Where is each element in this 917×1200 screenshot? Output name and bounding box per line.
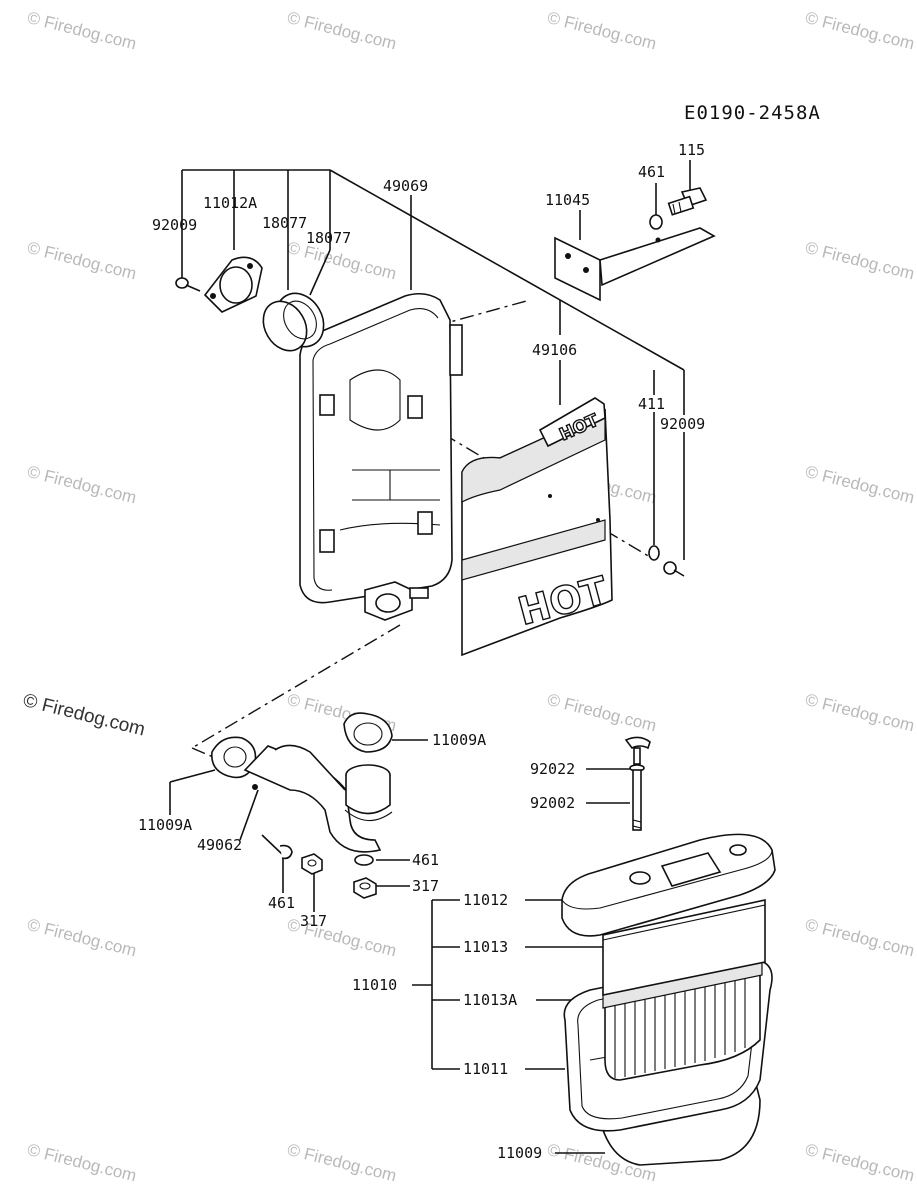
bolt-115 bbox=[667, 187, 708, 216]
part-label-49106: 49106 bbox=[532, 341, 578, 359]
part-label-461: 461 bbox=[638, 163, 666, 181]
exhaust-pipe-49062 bbox=[243, 744, 393, 853]
part-label-11013A: 11013A bbox=[463, 991, 518, 1009]
nut-317 bbox=[301, 853, 323, 875]
nut-317 bbox=[353, 877, 377, 899]
muffler-49069 bbox=[299, 292, 463, 621]
washer-461 bbox=[354, 854, 374, 866]
part-label-11009: 11009 bbox=[497, 1144, 543, 1162]
muffler-guard-49106: HOT HOT bbox=[461, 397, 613, 657]
part-label-49069: 49069 bbox=[383, 177, 429, 195]
part-label-461: 461 bbox=[268, 894, 296, 912]
part-label-92002: 92002 bbox=[530, 794, 576, 812]
part-label-92022: 92022 bbox=[530, 760, 576, 778]
part-label-11045: 11045 bbox=[545, 191, 591, 209]
part-label-11012A: 11012A bbox=[203, 194, 258, 212]
part-label-317: 317 bbox=[300, 912, 328, 930]
part-label-317: 317 bbox=[412, 877, 440, 895]
part-label-11010: 11010 bbox=[352, 976, 398, 994]
part-label-461: 461 bbox=[412, 851, 440, 869]
screw-92009 bbox=[175, 277, 201, 292]
drawing-id: E0190-2458A bbox=[684, 102, 821, 124]
part-label-11013: 11013 bbox=[463, 938, 509, 956]
washer-411 bbox=[648, 545, 660, 561]
gasket-11009A bbox=[211, 736, 257, 779]
foam-11013 bbox=[602, 899, 766, 996]
gasket-11009A bbox=[343, 712, 393, 753]
part-label-11009A: 11009A bbox=[432, 731, 487, 749]
bracket-11045 bbox=[554, 227, 716, 302]
washer-461 bbox=[279, 844, 293, 860]
washer-461 bbox=[649, 214, 663, 230]
part-label-115: 115 bbox=[678, 141, 706, 159]
part-label-11011: 11011 bbox=[463, 1060, 509, 1078]
part-label-92009: 92009 bbox=[152, 216, 198, 234]
screw-92009 bbox=[663, 561, 685, 577]
gasket-11012A bbox=[203, 256, 263, 313]
part-label-49062: 49062 bbox=[197, 836, 243, 854]
part-label-92009: 92009 bbox=[660, 415, 706, 433]
cover-11012 bbox=[561, 833, 776, 937]
part-label-411: 411 bbox=[638, 395, 666, 413]
wing-bolt-92022 bbox=[624, 736, 651, 765]
part-label-18077: 18077 bbox=[262, 214, 308, 232]
stud-92002 bbox=[629, 764, 645, 831]
part-label-11012: 11012 bbox=[463, 891, 509, 909]
seal-18077 bbox=[262, 292, 325, 352]
part-label-18077: 18077 bbox=[306, 229, 352, 247]
part-label-11009A: 11009A bbox=[138, 816, 193, 834]
